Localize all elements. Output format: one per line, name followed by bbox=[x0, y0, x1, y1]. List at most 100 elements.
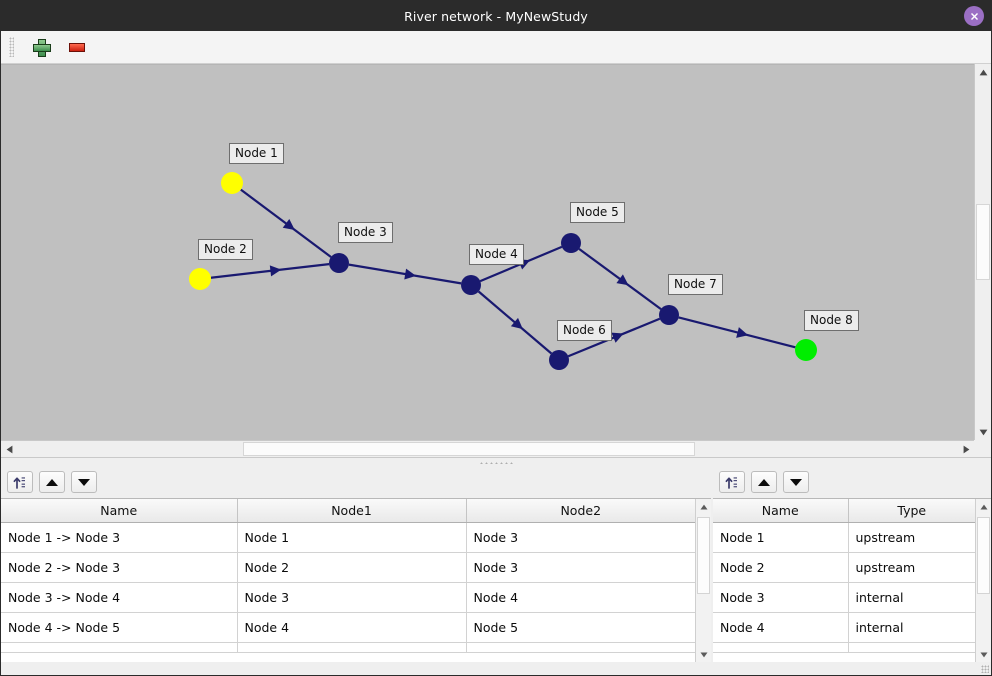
toolbar-grip[interactable] bbox=[9, 37, 14, 57]
reaches-vertical-scrollbar[interactable] bbox=[695, 499, 711, 662]
edge-Node3-to-Node4[interactable] bbox=[348, 263, 462, 285]
nodes-move-down-button[interactable] bbox=[783, 471, 809, 493]
reaches-cell[interactable]: Node 1 -> Node 3 bbox=[1, 522, 238, 553]
canvas-hscroll-thumb[interactable] bbox=[242, 442, 695, 456]
reaches-scroll-down-button[interactable] bbox=[696, 647, 711, 662]
scroll-up-button[interactable] bbox=[975, 64, 991, 80]
scroll-right-button[interactable] bbox=[958, 441, 974, 457]
node-label-node-5[interactable]: Node 5 bbox=[570, 202, 625, 223]
canvas-vscroll-track[interactable] bbox=[975, 80, 991, 424]
graph-node-node-5[interactable] bbox=[561, 233, 581, 253]
canvas-hscroll-track[interactable] bbox=[17, 441, 958, 457]
nodes-cell[interactable]: Node 1 bbox=[713, 522, 849, 553]
reaches-column-header-node1[interactable]: Node1 bbox=[237, 499, 467, 523]
nodes-vscroll-thumb[interactable] bbox=[977, 516, 990, 594]
scroll-down-button[interactable] bbox=[975, 424, 991, 440]
graph-node-node-3[interactable] bbox=[329, 253, 349, 273]
reaches-cell[interactable]: Node 5 bbox=[466, 612, 695, 643]
reaches-move-up-button[interactable] bbox=[39, 471, 65, 493]
nodes-cell[interactable]: Node 4 bbox=[713, 612, 849, 643]
nodes-cell[interactable]: upstream bbox=[848, 522, 975, 553]
reaches-vscroll-thumb[interactable] bbox=[697, 516, 710, 594]
reaches-row-partial[interactable] bbox=[1, 642, 695, 653]
canvas-vertical-scrollbar[interactable] bbox=[974, 64, 991, 440]
reaches-cell[interactable]: Node 4 -> Node 5 bbox=[1, 612, 238, 643]
graph-node-node-4[interactable] bbox=[461, 275, 481, 295]
edge-Node2-to-Node3[interactable] bbox=[210, 263, 330, 279]
reaches-column-header-name[interactable]: Name bbox=[1, 499, 238, 523]
reaches-cell[interactable] bbox=[237, 642, 467, 653]
nodes-row-partial[interactable] bbox=[713, 642, 975, 653]
node-label-node-7[interactable]: Node 7 bbox=[668, 274, 723, 295]
reaches-cell[interactable]: Node 3 bbox=[466, 522, 695, 553]
reaches-cell[interactable]: Node 2 -> Node 3 bbox=[1, 552, 238, 583]
reaches-cell[interactable]: Node 3 -> Node 4 bbox=[1, 582, 238, 613]
canvas-horizontal-scrollbar[interactable] bbox=[1, 440, 974, 457]
add-node-button[interactable] bbox=[30, 36, 52, 58]
nodes-column-header-type[interactable]: Type bbox=[848, 499, 975, 523]
reaches-cell[interactable] bbox=[1, 642, 238, 653]
node-label-node-4[interactable]: Node 4 bbox=[469, 244, 524, 265]
close-button[interactable] bbox=[964, 6, 984, 26]
nodes-move-up-button[interactable] bbox=[751, 471, 777, 493]
reaches-cell[interactable]: Node 3 bbox=[237, 582, 467, 613]
nodes-cell[interactable]: internal bbox=[848, 582, 975, 613]
nodes-cell[interactable]: Node 3 bbox=[713, 582, 849, 613]
reaches-cell[interactable]: Node 4 bbox=[466, 582, 695, 613]
reaches-cell[interactable] bbox=[466, 642, 695, 653]
edge-Node7-to-Node8[interactable] bbox=[678, 316, 796, 349]
node-label-node-1[interactable]: Node 1 bbox=[229, 143, 284, 164]
node-label-node-6[interactable]: Node 6 bbox=[557, 320, 612, 341]
panel-splitter[interactable] bbox=[1, 457, 991, 466]
nodes-cell[interactable]: internal bbox=[848, 612, 975, 643]
graph-node-node-1[interactable] bbox=[221, 172, 243, 194]
graph-node-node-6[interactable] bbox=[549, 350, 569, 370]
nodes-vertical-scrollbar[interactable] bbox=[975, 499, 991, 662]
nodes-cell[interactable]: Node 2 bbox=[713, 552, 849, 583]
node-label-node-2[interactable]: Node 2 bbox=[198, 239, 253, 260]
edge-Node1-to-Node3[interactable] bbox=[240, 188, 332, 258]
remove-node-button[interactable] bbox=[66, 36, 88, 58]
reaches-cell[interactable]: Node 3 bbox=[466, 552, 695, 583]
graph-node-node-7[interactable] bbox=[659, 305, 679, 325]
node-label-node-8[interactable]: Node 8 bbox=[804, 310, 859, 331]
reaches-vscroll-track[interactable] bbox=[696, 514, 711, 647]
scroll-left-button[interactable] bbox=[1, 441, 17, 457]
reaches-cell[interactable]: Node 4 bbox=[237, 612, 467, 643]
nodes-cell[interactable] bbox=[713, 642, 849, 653]
nodes-vscroll-track[interactable] bbox=[976, 514, 991, 647]
reaches-scroll-up-button[interactable] bbox=[696, 499, 711, 514]
reaches-sort-button[interactable] bbox=[7, 471, 33, 493]
nodes-scroll-up-button[interactable] bbox=[976, 499, 991, 514]
node-label-node-3[interactable]: Node 3 bbox=[338, 222, 393, 243]
reaches-cell[interactable]: Node 2 bbox=[237, 552, 467, 583]
graph-node-node-8[interactable] bbox=[795, 339, 817, 361]
reaches-move-down-button[interactable] bbox=[71, 471, 97, 493]
nodes-cell[interactable]: upstream bbox=[848, 552, 975, 583]
reaches-cell[interactable]: Node 1 bbox=[237, 522, 467, 553]
canvas-vscroll-thumb[interactable] bbox=[976, 203, 990, 280]
graph-node-node-2[interactable] bbox=[189, 268, 211, 290]
nodes-column-header-name[interactable]: Name bbox=[713, 499, 849, 523]
network-canvas[interactable]: Node 1 Node 2 Node 3 Node 4 Node 5 Node 6 Node… bbox=[1, 64, 974, 440]
panes-divider[interactable] bbox=[711, 466, 713, 675]
reaches-column-header-node2[interactable]: Node2 bbox=[466, 499, 695, 523]
nodes-scroll-down-button[interactable] bbox=[976, 647, 991, 662]
resize-grip[interactable] bbox=[981, 665, 989, 673]
nodes-cell[interactable] bbox=[848, 642, 975, 653]
nodes-sort-button[interactable] bbox=[719, 471, 745, 493]
